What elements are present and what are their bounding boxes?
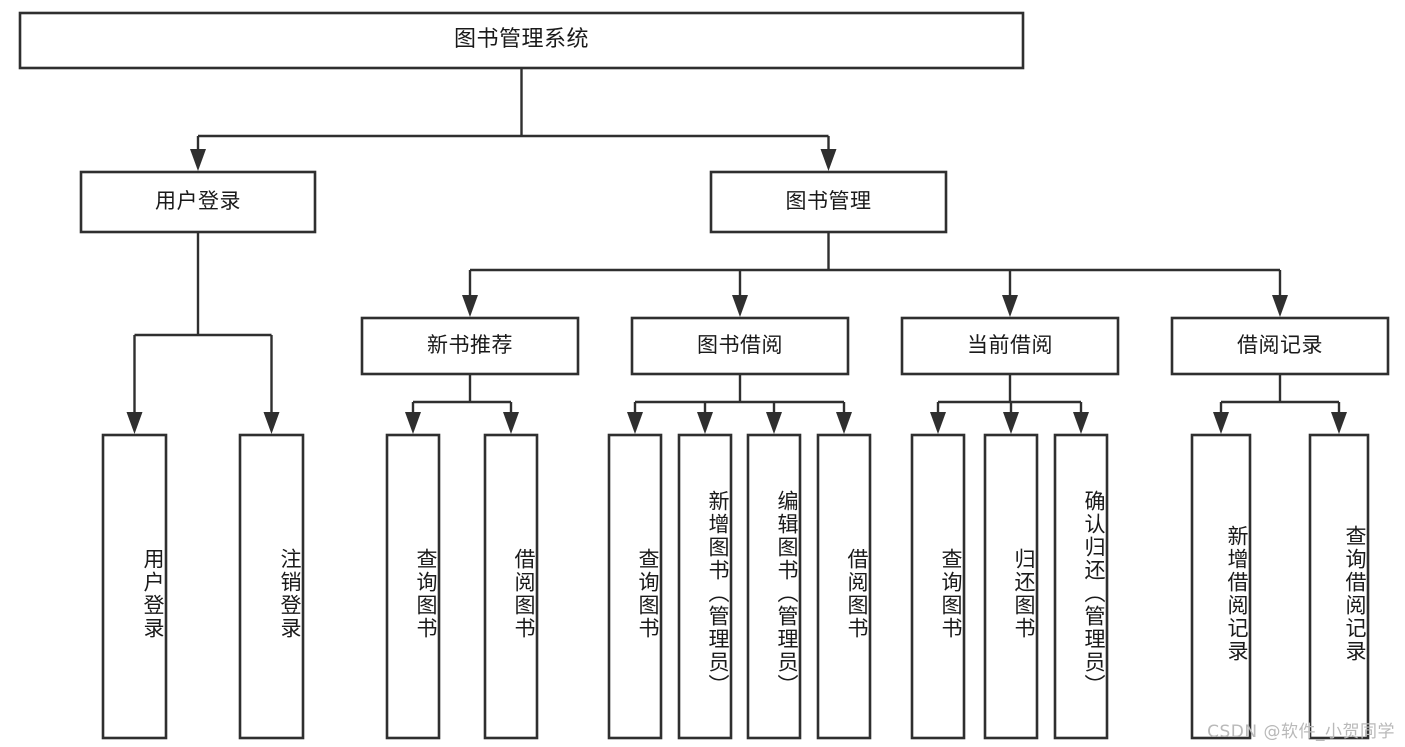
arrow-head-icon — [462, 295, 478, 317]
node-box-leaf-confirm-return[interactable] — [1053, 433, 1109, 740]
arrow-head-icon — [930, 412, 946, 434]
connector-group — [126, 232, 280, 434]
arrow-head-icon — [836, 412, 852, 434]
arrow-head-icon — [1213, 412, 1229, 434]
node-box-leaf-query-book-1[interactable] — [385, 433, 441, 740]
node-box-book-manage[interactable] — [709, 170, 948, 234]
arrow-head-icon — [263, 412, 280, 434]
node-box-borrow-record[interactable] — [1170, 316, 1390, 376]
arrow-head-icon — [1331, 412, 1347, 434]
arrow-head-icon — [1073, 412, 1089, 434]
arrow-head-icon — [126, 412, 143, 434]
node-box-leaf-query-book-2[interactable] — [607, 433, 663, 740]
node-box-leaf-query-book-3[interactable] — [910, 433, 966, 740]
node-box-leaf-add-book[interactable] — [677, 433, 733, 740]
arrow-head-icon — [503, 412, 519, 434]
node-box-leaf-query-borrow-record[interactable] — [1308, 433, 1370, 740]
arrow-head-icon — [820, 149, 837, 171]
node-box-leaf-add-borrow-record[interactable] — [1190, 433, 1252, 740]
arrow-head-icon — [1003, 412, 1019, 434]
watermark-text: CSDN @软件_小贺同学 — [1207, 722, 1395, 742]
arrow-head-icon — [627, 412, 643, 434]
node-box-root[interactable] — [18, 11, 1025, 70]
node-box-leaf-borrow-book-2[interactable] — [816, 433, 872, 740]
node-box-leaf-logout-login[interactable] — [238, 433, 305, 740]
connector-group — [930, 374, 1089, 434]
node-box-leaf-borrow-book-1[interactable] — [483, 433, 539, 740]
arrow-head-icon — [766, 412, 782, 434]
node-box-new-book-recommend[interactable] — [360, 316, 580, 376]
box-layer — [18, 11, 1390, 740]
arrow-head-icon — [190, 149, 206, 171]
arrow-head-icon — [732, 295, 748, 317]
connector-group — [1213, 374, 1347, 434]
connector-group — [627, 374, 852, 434]
arrow-head-icon — [405, 412, 421, 434]
node-box-current-borrow[interactable] — [900, 316, 1120, 376]
node-box-leaf-edit-book[interactable] — [746, 433, 802, 740]
connector-group — [462, 232, 1288, 317]
arrow-head-icon — [1002, 295, 1018, 317]
connector-layer — [126, 68, 1347, 434]
connector-group — [190, 68, 837, 171]
node-box-leaf-user-login[interactable] — [101, 433, 168, 740]
arrow-head-icon — [1272, 295, 1288, 317]
node-box-leaf-return-book[interactable] — [983, 433, 1039, 740]
node-box-book-borrow[interactable] — [630, 316, 850, 376]
connector-group — [405, 374, 519, 434]
node-box-user-login[interactable] — [79, 170, 317, 234]
arrow-head-icon — [697, 412, 713, 434]
